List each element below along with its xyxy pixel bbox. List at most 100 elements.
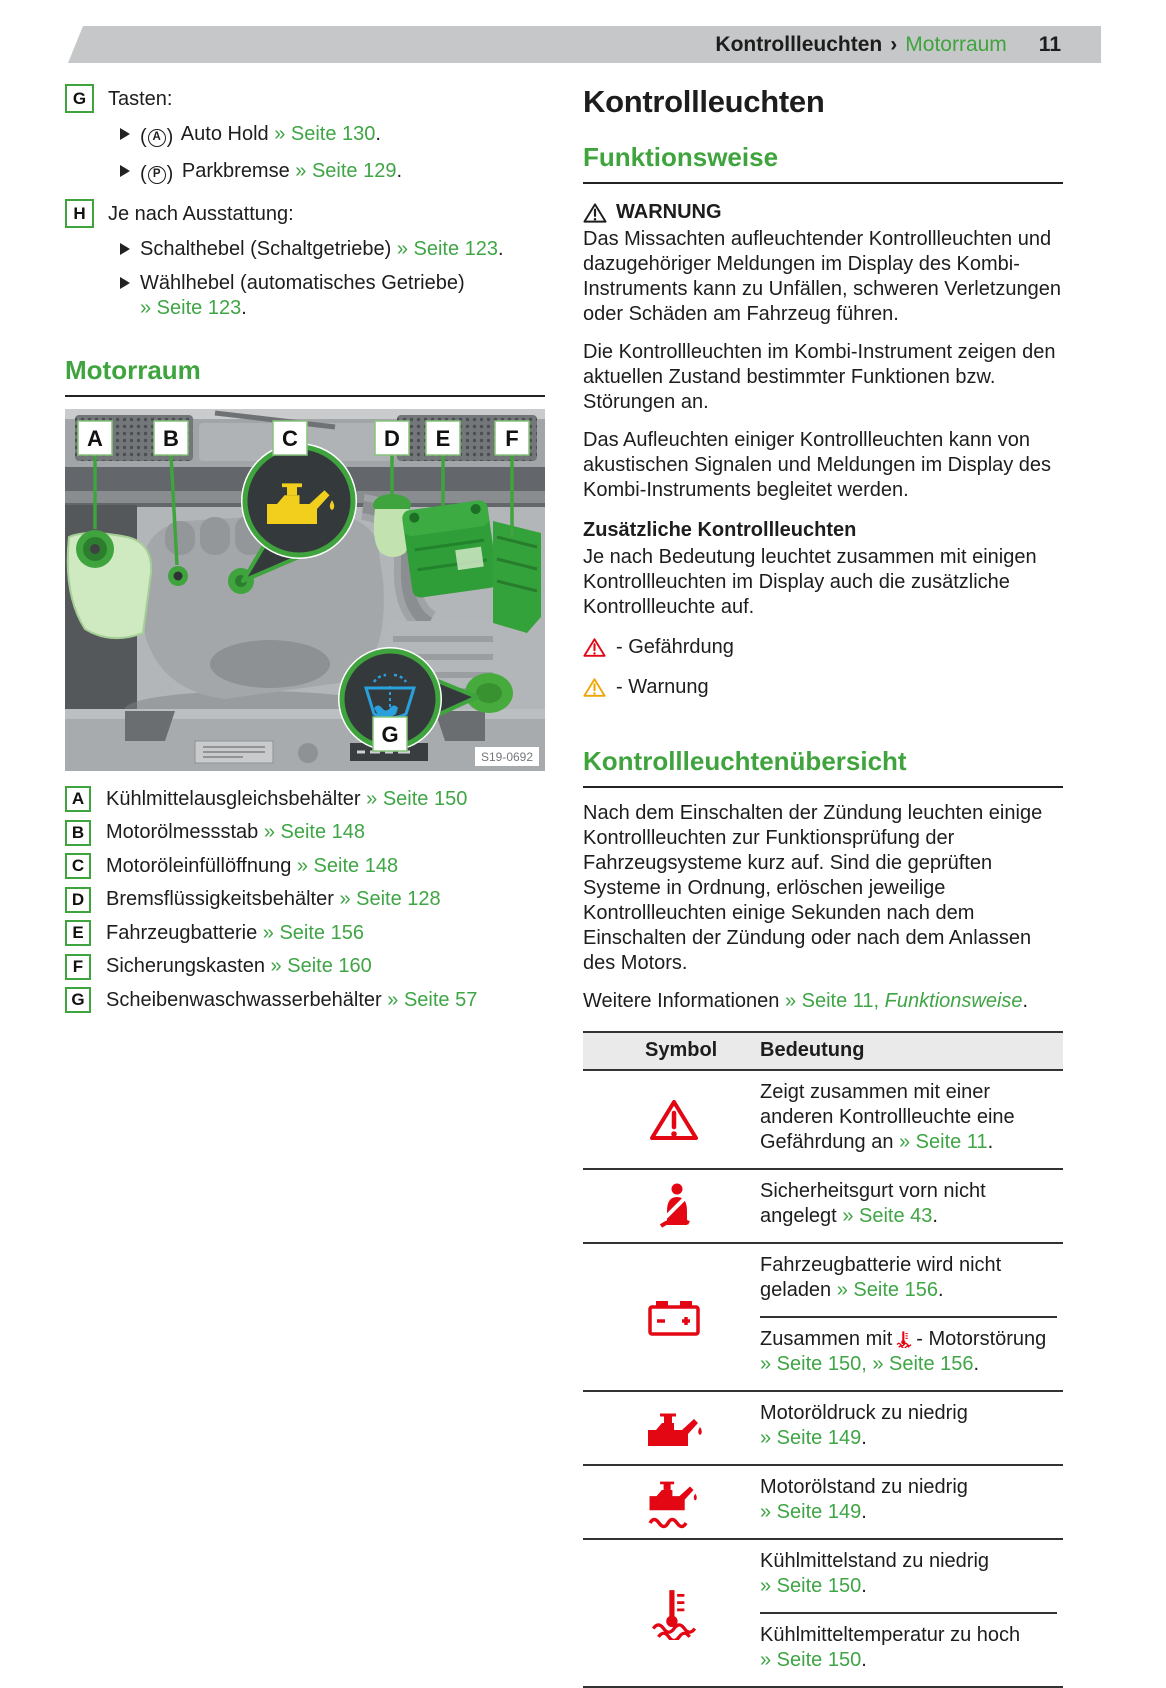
- oil-level-icon: [647, 1481, 697, 1529]
- page-link[interactable]: » Seite 156: [872, 1353, 974, 1375]
- suffix: .: [1022, 990, 1029, 1012]
- page-link[interactable]: » Seite 149: [760, 1427, 862, 1449]
- legend-label: Fahrzeugbatterie: [106, 921, 258, 944]
- auto-hold-icon: A: [140, 125, 173, 150]
- oil-callout: [241, 443, 357, 583]
- label-connector-lines: [93, 454, 514, 566]
- suffix: .: [937, 1279, 944, 1301]
- page-link[interactable]: » Seite 43: [842, 1205, 933, 1227]
- entry-text: Kühlmitteltemperatur zu hoch: [760, 1624, 1021, 1646]
- definition-bullets-g: A Auto Hold » Seite 130. P Parkbremse » …: [120, 122, 545, 187]
- page-link[interactable]: » Seite 148: [296, 854, 399, 877]
- definition-row-g: G Tasten:: [65, 84, 545, 113]
- page-link[interactable]: » Seite 150: [366, 787, 468, 810]
- suffix: .: [498, 238, 504, 260]
- legend-key: E: [65, 920, 91, 946]
- bullet-label: Parkbremse: [181, 160, 290, 182]
- page-link[interactable]: » Seite 123: [140, 297, 242, 319]
- entry-text: Motorölstand zu niedrig: [760, 1476, 968, 1498]
- table-row: Zeigt zusammen mit einer anderen Kontrol…: [583, 1071, 1063, 1170]
- warning-title: WARNUNG: [616, 201, 722, 223]
- header-subsection: Motorraum: [905, 32, 1007, 56]
- oil-pressure-icon: [647, 1413, 702, 1446]
- page-link[interactable]: » Seite 150: [760, 1649, 862, 1671]
- warning-header: WARNUNG: [583, 200, 1063, 225]
- oil-can-icon: [267, 483, 335, 524]
- legend-key: A: [65, 786, 91, 812]
- table-row: Motoröldruck zu niedrig » Seite 149.: [583, 1392, 1063, 1466]
- suffix: .: [861, 1427, 867, 1449]
- section-heading-uebersicht: Kontrollleuchtenübersicht: [583, 746, 1063, 788]
- paragraph: Das Aufleuchten einiger Kontrollleuchten…: [583, 429, 1052, 501]
- page-link[interactable]: » Seite 156: [836, 1279, 938, 1301]
- legend-key: F: [65, 953, 91, 980]
- table-row: Kühlmittelstand zu niedrig » Seite 150. …: [583, 1540, 1063, 1688]
- warning-triangle-icon: [583, 202, 607, 223]
- meaning-cell: Sicherheitsgurt vorn nicht angelegt » Se…: [760, 1170, 1063, 1242]
- legend-key: B: [65, 819, 91, 846]
- legend-key: D: [65, 886, 91, 913]
- paragraph: Die Kontrollleuchten im Kombi-Instrument…: [583, 341, 1056, 413]
- entry-text: - Motorstörung: [916, 1328, 1047, 1350]
- page-link[interactable]: » Seite 11,: [784, 990, 880, 1012]
- key-box-g: G: [65, 84, 94, 113]
- header-section: Kontrollleuchten: [715, 32, 883, 56]
- suffix: .: [241, 297, 247, 319]
- seatbelt-icon: [659, 1183, 690, 1228]
- figure-label-c: C: [282, 426, 298, 451]
- page-link[interactable]: » Seite 150,: [760, 1353, 867, 1375]
- section-heading-motorraum: Motorraum: [65, 355, 545, 397]
- meaning-cell: Motorölstand zu niedrig » Seite 149.: [760, 1466, 1063, 1538]
- page-number: 11: [1038, 32, 1061, 56]
- legend-label: Motorölmessstab: [106, 821, 259, 843]
- figure-caption: S19-0692: [481, 750, 533, 764]
- page-link[interactable]: » Seite 156: [262, 921, 364, 944]
- page-link[interactable]: » Seite 57: [387, 988, 478, 1011]
- suffix: .: [973, 1353, 980, 1375]
- page-link[interactable]: » Seite 11: [899, 1131, 988, 1153]
- definition-bullets-h: Schalthebel (Schaltgetriebe) » Seite 123…: [120, 237, 545, 321]
- page-link[interactable]: » Seite 123: [396, 238, 499, 260]
- legend-label: Motoröleinfüllöffnung: [106, 854, 292, 877]
- legend-label: Scheibenwaschwasserbehälter: [106, 988, 382, 1011]
- figure-label-e: E: [436, 426, 451, 451]
- warning-triangle-red-icon: [649, 1099, 698, 1140]
- figure-label-g: G: [381, 722, 398, 747]
- bullet-triangle-icon: [120, 277, 130, 289]
- page-link[interactable]: » Seite 148: [263, 821, 366, 843]
- page-link[interactable]: » Seite 130: [274, 123, 376, 145]
- more-info-line: Weitere Informationen » Seite 11, Funkti…: [583, 989, 1063, 1014]
- vehicle-battery: [402, 500, 498, 598]
- page-link[interactable]: » Seite 160: [270, 955, 372, 977]
- page-link[interactable]: » Seite 150: [760, 1575, 862, 1597]
- suffix: .: [932, 1205, 938, 1227]
- meaning-cell: Zeigt zusammen mit einer anderen Kontrol…: [760, 1071, 1063, 1168]
- table-row: Motorölstand zu niedrig » Seite 149.: [583, 1466, 1063, 1540]
- suffix: .: [861, 1649, 867, 1671]
- entry-text: Zusammen mit: [760, 1328, 893, 1350]
- brake-fluid-reservoir: [373, 509, 411, 557]
- legend-label: Bremsflüssigkeitsbehälter: [106, 888, 334, 910]
- header-separator: ›: [890, 32, 898, 56]
- battery-icon: [647, 1301, 700, 1336]
- suffix: .: [861, 1575, 867, 1597]
- windshield-washer-icon: [363, 673, 417, 720]
- legend-row: D Bremsflüssigkeitsbehälter » Seite 128: [65, 886, 545, 913]
- left-column: G Tasten: A Auto Hold » Seite 130. P Par…: [65, 84, 545, 1021]
- page-link[interactable]: » Seite 129: [295, 160, 397, 182]
- page-link[interactable]: » Seite 128: [339, 888, 441, 910]
- entry-text: Fahrzeugbatterie wird nicht geladen: [760, 1254, 1002, 1301]
- danger-legend-line: - Gefährdung: [583, 635, 1063, 660]
- page-link[interactable]: » Seite 149: [760, 1501, 862, 1523]
- page-link-italic[interactable]: Funktionsweise: [884, 990, 1023, 1012]
- figure-label-f: F: [505, 426, 518, 451]
- warning-label: - Warnung: [616, 676, 709, 698]
- column-header-bedeutung: Bedeutung: [760, 1039, 865, 1061]
- wiper-arm: [214, 410, 336, 430]
- suffix: .: [375, 123, 381, 145]
- bullet-label: Auto Hold: [180, 123, 269, 145]
- entry-text: Kühlmittelstand zu niedrig: [760, 1550, 990, 1572]
